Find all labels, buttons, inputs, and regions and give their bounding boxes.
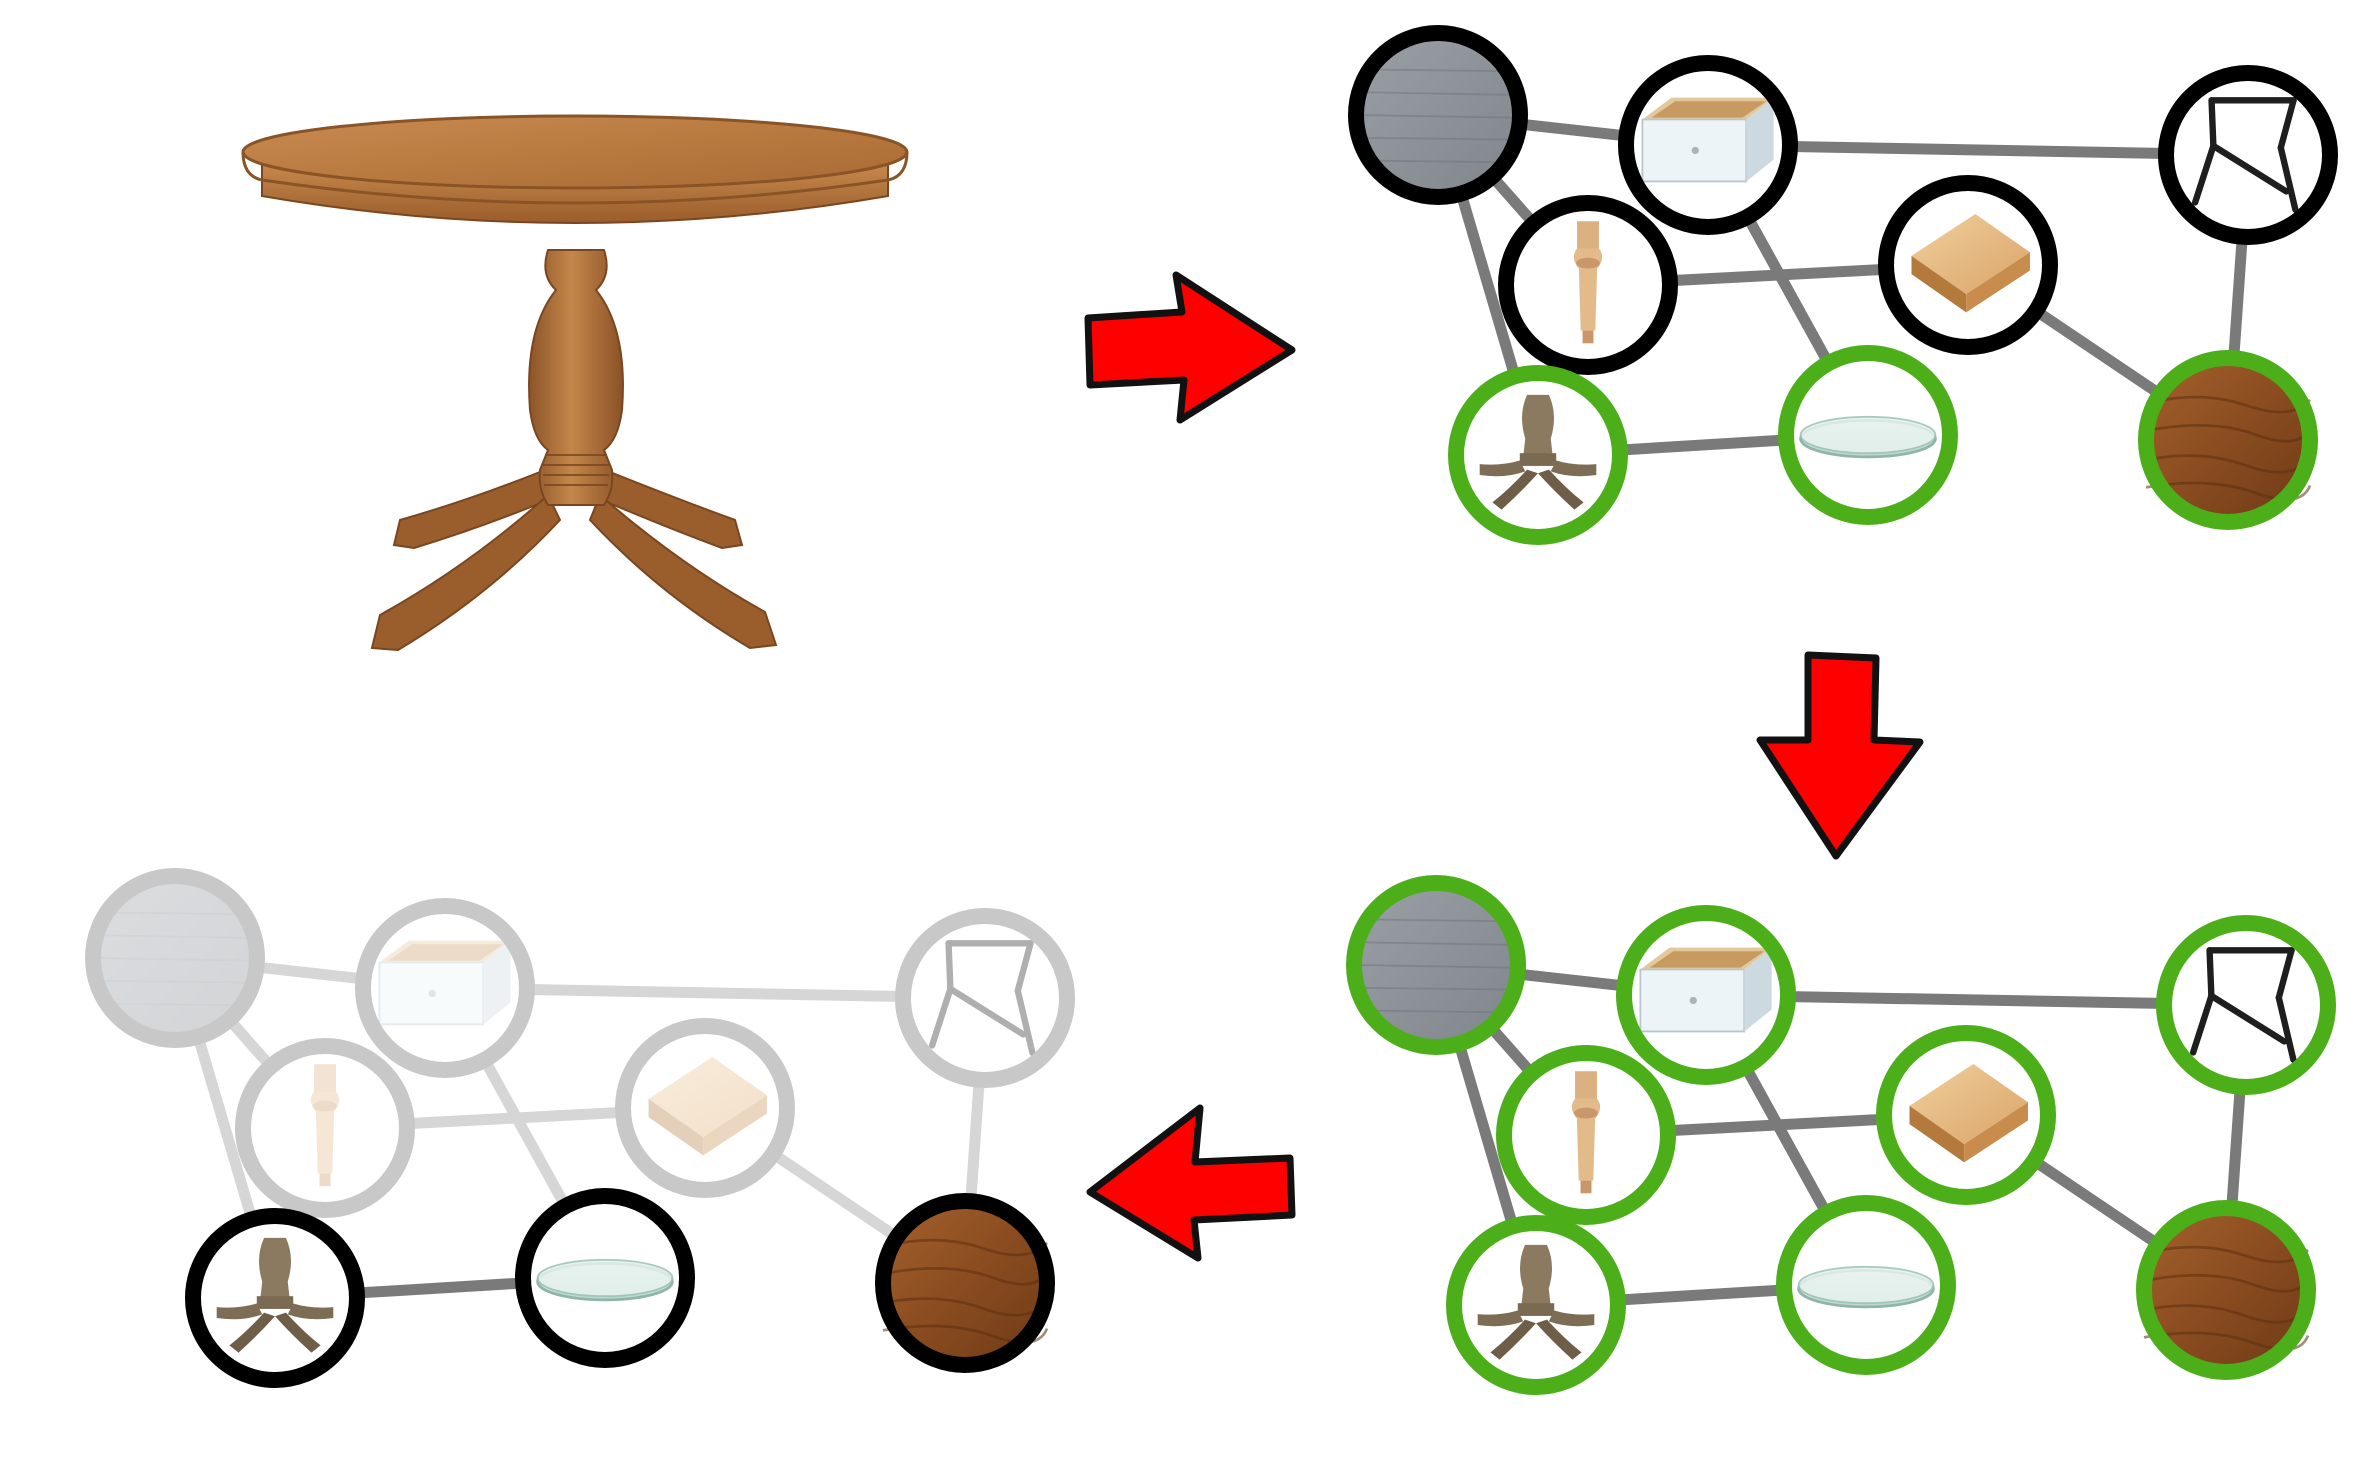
node-ring-green (1778, 345, 1958, 525)
panel-full-graph (1348, 25, 2338, 545)
node-ring-green (1496, 1045, 1676, 1225)
arrow-left (1086, 1104, 1296, 1262)
flow-arrows (1084, 271, 1924, 1262)
graph-node-turned-leg (1496, 1045, 1676, 1225)
drawer-icon (1641, 96, 1775, 183)
graph-edge (439, 982, 991, 1004)
graph-node-turned-leg (1498, 195, 1678, 375)
graph-node-wood-grain (875, 1193, 1055, 1373)
node-ring-green (1876, 1025, 2056, 1205)
node-ring-faded (895, 908, 1075, 1088)
graph-node-wood-block (1878, 175, 2058, 355)
node-ring-green (1346, 875, 1526, 1055)
graph-node-drawer (355, 898, 535, 1078)
graph-node-grey-fabric (85, 868, 265, 1048)
graph-node-drawer (1616, 905, 1796, 1085)
graph-node-pedestal-base (1446, 1215, 1626, 1395)
drawer-icon (1639, 946, 1773, 1033)
arrow-right (1084, 271, 1296, 424)
graph-node-glass-top (1776, 1195, 1956, 1375)
node-ring-black (185, 1208, 365, 1388)
graph-edge (1700, 989, 2252, 1011)
source-table-image (241, 114, 909, 652)
node-ring-black (2158, 65, 2338, 245)
table-leg-front-right (588, 493, 778, 650)
node-ring-black (1618, 55, 1798, 235)
node-ring-black (1348, 25, 1528, 205)
node-ring-black (515, 1188, 695, 1368)
graph-node-drawer (1618, 55, 1798, 235)
graph-edge (1702, 139, 2254, 161)
panel-selected-graph (85, 868, 1075, 1388)
glass-top-icon (536, 1258, 674, 1302)
node-ring-green (1446, 1215, 1626, 1395)
graph-node-folding-legs (2156, 915, 2336, 1095)
glass-top-icon (1797, 1265, 1935, 1309)
graph-node-turned-leg (235, 1038, 415, 1218)
panel-matched-graph (1346, 875, 2336, 1395)
graph-node-glass-top (1778, 345, 1958, 525)
drawer-icon (378, 939, 512, 1026)
node-ring-green (1448, 365, 1628, 545)
glass-top-icon (1799, 415, 1937, 459)
table-top (241, 114, 909, 190)
graph-node-glass-top (515, 1188, 695, 1368)
node-ring-faded (615, 1018, 795, 1198)
node-ring-black (875, 1193, 1055, 1373)
table-leg-front-left (370, 493, 562, 652)
node-ring-green (2136, 1200, 2316, 1380)
graph-node-pedestal-base (185, 1208, 365, 1388)
node-ring-green (1776, 1195, 1956, 1375)
graph-node-folding-legs (895, 908, 1075, 1088)
node-ring-faded (235, 1038, 415, 1218)
node-ring-faded (355, 898, 535, 1078)
graph-node-grey-fabric (1346, 875, 1526, 1055)
node-ring-faded (85, 868, 265, 1048)
table-leg-back-right (600, 468, 744, 550)
graph-node-pedestal-base (1448, 365, 1628, 545)
table-column (528, 249, 624, 506)
node-ring-green (1616, 905, 1796, 1085)
graph-node-wood-grain (2136, 1200, 2316, 1380)
graph-node-grey-fabric (1348, 25, 1528, 205)
table-leg-back-left (392, 468, 550, 550)
graph-node-wood-block (615, 1018, 795, 1198)
node-ring-green (2138, 350, 2318, 530)
node-ring-black (1498, 195, 1678, 375)
node-ring-black (1878, 175, 2058, 355)
arrow-down (1756, 651, 1924, 860)
node-ring-green (2156, 915, 2336, 1095)
graph-node-wood-block (1876, 1025, 2056, 1205)
graph-node-wood-grain (2138, 350, 2318, 530)
graph-node-folding-legs (2158, 65, 2338, 245)
